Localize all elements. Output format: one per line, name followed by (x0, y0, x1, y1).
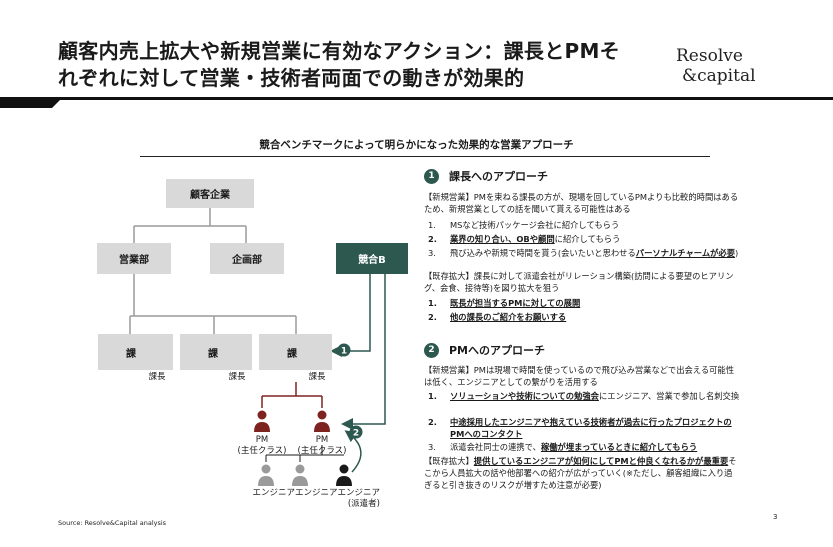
section-box-3: 課 (259, 334, 332, 370)
section1-item-2: 2. 業界の知り合い、OBや顧問に紹介してもらう (428, 234, 621, 244)
planning-dept-box: 企画部 (210, 243, 284, 274)
svg-text:1: 1 (341, 347, 347, 357)
section2-paragraph2: 【既存拡大】提供しているエンジニアが如何にしてPMと仲良くなれるかが最重要そこか… (424, 456, 737, 490)
section1-heading: 1 課長へのアプローチ (424, 168, 548, 184)
svg-text:2: 2 (353, 429, 359, 439)
section2-heading: 2 PMへのアプローチ (424, 342, 545, 358)
section1-item-1: 1. MSなど技術パッケージ会社に紹介してもらう (428, 220, 620, 230)
pm-icon-1 (254, 410, 270, 432)
kacho-label-2: 課長 (228, 372, 246, 382)
page-number: 3 (773, 513, 778, 521)
section2-item-3: 3. 派遣会社同士の連携で、稼働が埋まっているときに紹介してもらう (428, 442, 698, 452)
source-note: Source: Resolve&Capital analysis (58, 519, 167, 527)
logo-line-2: &capital (682, 66, 756, 86)
badge-2-icon: 2 (349, 425, 363, 439)
subtitle-underline (140, 156, 710, 157)
section-label-1: 課 (126, 348, 136, 360)
section1-number-badge: 1 (424, 168, 439, 184)
pm-label-2: PM (主任クラス) (297, 435, 347, 456)
kacho-label-3: 課長 (308, 372, 326, 382)
section-subtitle: 競合ベンチマークによって明らかになった効果的な営業アプローチ (259, 139, 574, 151)
sales-dept-box: 営業部 (97, 243, 171, 274)
title-line-1: 顧客内売上拡大や新規営業に有効なアクション：課長とPMそ (58, 39, 620, 63)
section2-paragraph1: 【新規営業】PMは現場で時間を使っているので飛び込み営業などで出会える可能性は低… (424, 365, 735, 387)
section-label-3: 課 (287, 348, 297, 360)
section2-item-1: 1. ソリューションや技術についての勉強会にエンジニア、営業で参加し名刺交換 (428, 391, 740, 401)
engineer-icon-2 (292, 464, 308, 486)
logo-line-1: Resolve (676, 46, 743, 66)
section1-paragraph2: 【既存拡大】課長に対して派遣会社がリレーション構築(訪問による要望のヒアリング、… (424, 271, 734, 293)
section1-item2-1: 1. 既長が担当するPMに対しての展開 (428, 298, 581, 308)
page-title: 顧客内売上拡大や新規営業に有効なアクション：課長とPMそ れぞれに対して営業・技… (58, 38, 658, 92)
competitor-b-box: 競合B (336, 243, 408, 274)
company-logo: Resolve &capital (676, 46, 756, 86)
section1-item-3: 3. 飛び込みや新規で時間を貰う(会いたいと思わせるパーソナルチャームが必要) (428, 248, 739, 258)
section2-number-badge: 2 (424, 342, 439, 358)
engineer-label: エンジニアエンジニアエンジニア (派遣者) (252, 488, 380, 509)
engineer-icon-3 (336, 464, 352, 486)
kacho-label-1: 課長 (148, 372, 166, 382)
section-label-2: 課 (208, 348, 218, 360)
section1-item2-2: 2. 他の課長のご紹介をお願いする (428, 312, 567, 322)
pm-icon-2 (314, 410, 330, 432)
pm-label-1: PM (主任クラス) (237, 435, 287, 456)
title-underline-bar (0, 97, 833, 108)
section-box-2: 課 (180, 334, 252, 370)
section1-paragraph1: 【新規営業】PMを束ねる課長の方が、現場を回しているPMよりも比較的時間はあるた… (424, 192, 739, 214)
engineer-icon-1 (258, 464, 274, 486)
section-box-1: 課 (98, 334, 173, 370)
section2-item-2: 2. 中途採用したエンジニアや抱えている技術者が過去に行ったプロジェクトのPMへ… (428, 417, 732, 439)
section2-title: PMへのアプローチ (449, 344, 546, 357)
section1-title: 課長へのアプローチ (449, 170, 548, 183)
title-line-2: れぞれに対して営業・技術者両面での動きが効果的 (58, 66, 525, 90)
badge-1-icon: 1 (337, 343, 351, 357)
customer-company-box: 顧客企業 (166, 179, 254, 208)
